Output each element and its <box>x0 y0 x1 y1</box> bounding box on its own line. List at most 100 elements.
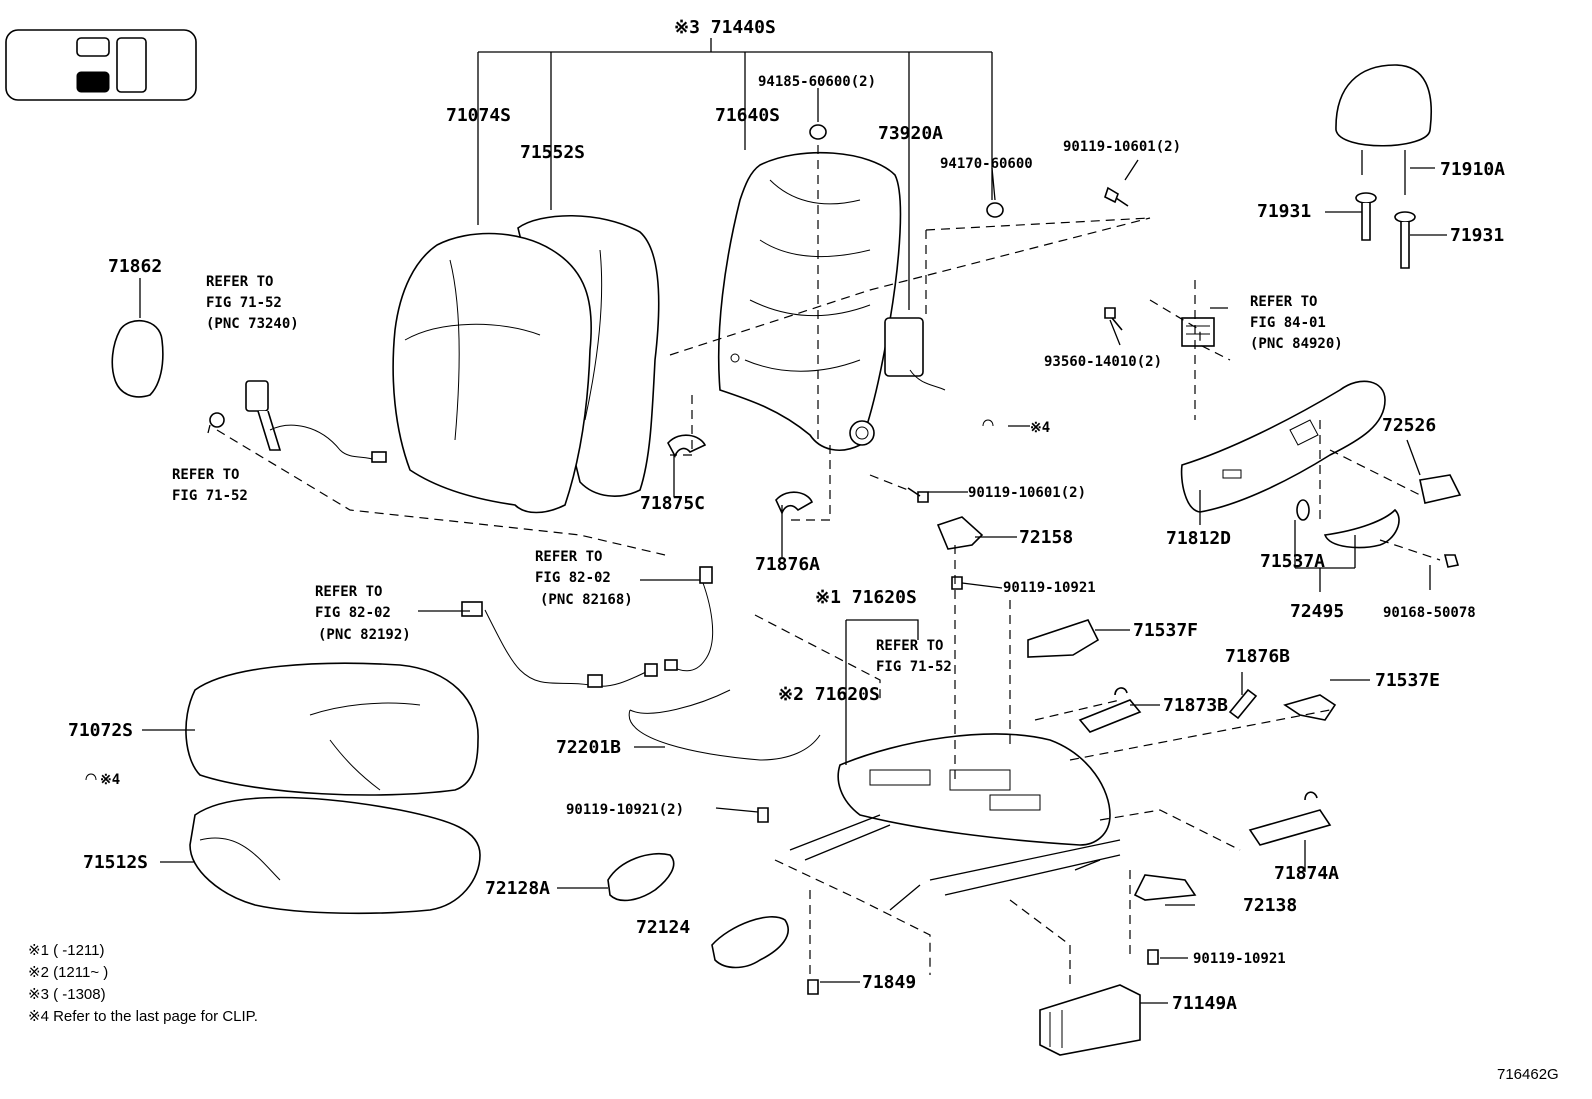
label-71812d: 71812D <box>1166 528 1231 549</box>
footnote-1: ※1 ( -1211) <box>28 942 105 959</box>
wire-72201b <box>628 689 821 761</box>
label-71873b: 71873B <box>1163 695 1228 716</box>
refer-8401-line1: REFER TO <box>1250 294 1317 310</box>
refer-7152-a-line3: (PNC 73240) <box>206 316 299 332</box>
bolt-buckle <box>209 412 225 428</box>
leader-lines <box>139 88 1447 1004</box>
label-71440s: ※3 71440S <box>674 17 776 38</box>
label-72495: 72495 <box>1290 601 1344 622</box>
cover-71875c <box>667 434 707 458</box>
cover-71862 <box>111 319 164 398</box>
seat-cushion-pad-71512s <box>189 796 481 915</box>
side-shield-71812d <box>1180 380 1386 513</box>
label-71640s: 71640S <box>715 105 780 126</box>
cover-72138 <box>1133 874 1197 901</box>
seat-belt-buckle <box>245 380 387 463</box>
label-71537a: 71537A <box>1260 551 1325 572</box>
clip-71849 <box>807 979 819 995</box>
plate-71874a <box>1248 791 1332 846</box>
refer-8401-line2: FIG 84-01 <box>1250 315 1326 331</box>
label-90168: 90168-50078 <box>1383 605 1476 621</box>
assembly-lines <box>216 145 1441 990</box>
part-labels: ※3 71440S 71074S 71552S 71640S 94185-606… <box>68 17 1505 1014</box>
seat-cushion-cover-71072s <box>185 662 479 796</box>
cover-71149a <box>1039 984 1141 1056</box>
seat-adjuster-71620s <box>789 733 1121 911</box>
label-72124: 72124 <box>636 917 690 938</box>
label-72138: 72138 <box>1243 895 1297 916</box>
headrest-guide-71931-left <box>1355 192 1377 241</box>
bolt-90119-10921-b <box>1147 949 1159 965</box>
footnote-2: ※2 (1211~ ) <box>28 964 108 981</box>
label-72526: 72526 <box>1382 415 1436 436</box>
refer-8202-a-line2: FIG 82-02 <box>535 570 611 586</box>
label-90119-10921-b: 90119-10921 <box>1193 951 1286 967</box>
diagram-id: 716462G <box>1497 1066 1559 1083</box>
refer-8202-b-line1: REFER TO <box>315 584 382 600</box>
bolt-90119-10921-a <box>951 576 963 590</box>
label-71149a: 71149A <box>1172 993 1237 1014</box>
seat-back-cover-71074s <box>392 232 592 514</box>
bracket-71537f <box>1027 619 1100 658</box>
label-94170: 94170-60600 <box>940 156 1033 172</box>
label-71874a: 71874A <box>1274 863 1339 884</box>
label-71620s-2: ※2 71620S <box>778 684 880 705</box>
refer-7152-c-line2: FIG 71-52 <box>876 659 952 675</box>
label-71931-left: 71931 <box>1257 201 1311 222</box>
clip-94170 <box>986 202 1004 218</box>
headrest-guide-71931-right <box>1394 211 1416 269</box>
cover-71876b <box>1228 688 1258 720</box>
label-90119-mid: 90119-10601(2) <box>968 485 1086 501</box>
bolt-90119-10921-2 <box>757 807 769 823</box>
screw-90168 <box>1443 554 1460 568</box>
label-71512s: 71512S <box>83 852 148 873</box>
label-71876b: 71876B <box>1225 646 1290 667</box>
cover-72526 <box>1419 474 1462 504</box>
cover-72128a <box>607 853 675 902</box>
label-71072s: 71072S <box>68 720 133 741</box>
wire-harness-82168 <box>664 566 714 672</box>
refer-8202-a-line3: (PNC 82168) <box>540 592 633 608</box>
label-71849: 71849 <box>862 972 916 993</box>
label-71862: 71862 <box>108 256 162 277</box>
seat-locator-icon <box>5 29 197 101</box>
label-71620s-1: ※1 71620S <box>815 587 917 608</box>
screw-93560 <box>1104 307 1123 331</box>
refer-7152-b-line1: REFER TO <box>172 467 239 483</box>
label-71552s: 71552S <box>520 142 585 163</box>
bolt-90119-top <box>1104 186 1129 207</box>
label-71537f: 71537F <box>1133 620 1198 641</box>
label-90119-top: 90119-10601(2) <box>1063 139 1181 155</box>
headrest-71910a <box>1335 64 1432 195</box>
label-71876a: 71876A <box>755 554 820 575</box>
label-71074s: 71074S <box>446 105 511 126</box>
clip-note-4-left: ※4 <box>100 772 120 788</box>
refer-8202-b-line2: FIG 82-02 <box>315 605 391 621</box>
label-90119-10921-2: 90119-10921(2) <box>566 802 684 818</box>
refer-7152-a-line2: FIG 71-52 <box>206 295 282 311</box>
cover-71876a <box>775 491 814 516</box>
refer-8202-b-line3: (PNC 82192) <box>318 627 411 643</box>
wire-harness-82192 <box>461 601 658 688</box>
knob-71537a <box>1296 499 1400 549</box>
label-72158: 72158 <box>1019 527 1073 548</box>
refer-8401-line3: (PNC 84920) <box>1250 336 1343 352</box>
refer-7152-b-line2: FIG 71-52 <box>172 488 248 504</box>
clip-94185 <box>809 124 827 140</box>
bracket-71537e <box>1283 694 1337 721</box>
plate-71873b <box>1078 687 1142 733</box>
label-72128a: 72128A <box>485 878 550 899</box>
label-71931-right: 71931 <box>1450 225 1504 246</box>
cover-72124 <box>711 916 789 969</box>
clip-right <box>982 419 994 427</box>
footnote-4: ※4 Refer to the last page for CLIP. <box>28 1008 258 1025</box>
seat-switch <box>1181 317 1215 347</box>
refer-7152-a-line1: REFER TO <box>206 274 273 290</box>
footnote-3: ※3 ( -1308) <box>28 986 106 1003</box>
label-71875c: 71875C <box>640 493 705 514</box>
refer-8202-a-line1: REFER TO <box>535 549 602 565</box>
seat-back-frame-71640s <box>717 151 902 451</box>
label-93560: 93560-14010(2) <box>1044 354 1162 370</box>
bracket-72158 <box>936 516 984 550</box>
